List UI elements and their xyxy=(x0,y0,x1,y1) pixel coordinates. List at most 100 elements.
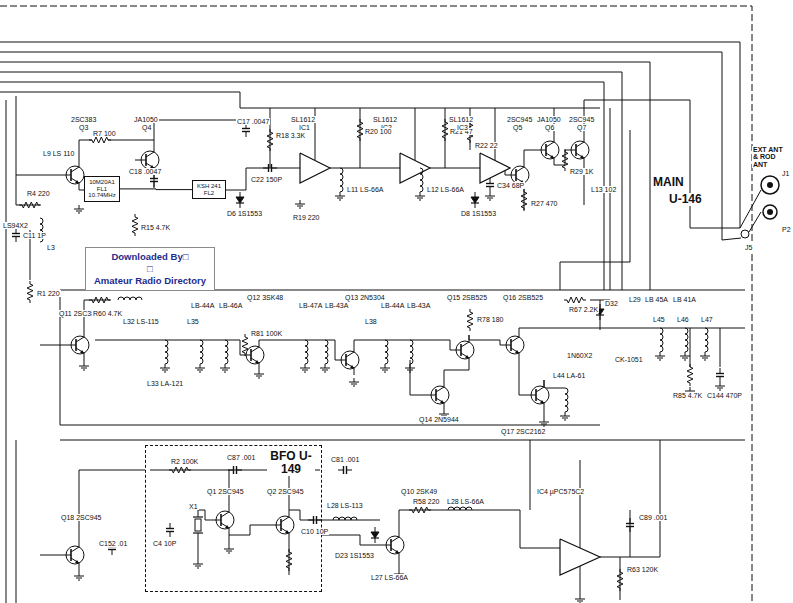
transistor-lead xyxy=(76,348,84,360)
coil-winding xyxy=(165,340,168,364)
transistor-lead xyxy=(546,153,554,165)
capacitor-lead xyxy=(720,368,721,374)
ground-lead xyxy=(259,370,260,374)
wire xyxy=(495,108,496,160)
ground-symbol xyxy=(700,352,710,360)
ground-bar xyxy=(560,416,570,417)
resistor-zigzag xyxy=(267,129,273,151)
capacitor-plate xyxy=(716,373,724,374)
transistor-symbol xyxy=(565,135,589,165)
part-label: C11 1P xyxy=(22,232,47,239)
wire xyxy=(519,360,525,395)
part-label: L28 LS-113 xyxy=(326,502,364,509)
part-label: L29 xyxy=(628,296,642,303)
ground-bar xyxy=(353,386,355,387)
part-label: D23 1S1553 xyxy=(334,552,375,559)
wire xyxy=(469,335,500,345)
ground-bar xyxy=(322,370,328,371)
ground-symbol xyxy=(74,205,84,213)
box-text: Amateur Radio Directory xyxy=(94,275,206,287)
capacitor-plate xyxy=(233,466,234,474)
part-label: R19 220 xyxy=(292,214,320,221)
ground-bar xyxy=(415,196,425,197)
part-label: L12 LS-66A xyxy=(426,186,465,193)
resistor-zigzag xyxy=(19,202,41,208)
resistor-symbol xyxy=(521,189,527,211)
ic-triangle xyxy=(400,153,430,183)
coil-winding xyxy=(420,168,423,192)
capacitor-lead xyxy=(170,523,171,529)
wire xyxy=(226,168,300,190)
coil-winding xyxy=(565,388,568,412)
wire xyxy=(259,340,335,360)
capacitor-lead xyxy=(720,377,721,383)
part-label: R29 1K xyxy=(569,168,594,175)
part-label: LB-47A xyxy=(298,302,323,309)
box-text: Downloaded By□ xyxy=(94,251,206,263)
crystal-plate xyxy=(193,532,203,533)
coil-symbol xyxy=(340,168,343,192)
transistor-lead xyxy=(251,340,259,352)
capacitor-lead xyxy=(308,520,314,521)
emitter-arrow xyxy=(225,525,229,528)
wire xyxy=(600,440,660,557)
unit-name: EXT ANT & ROD ANT xyxy=(752,146,790,168)
ground-bar xyxy=(715,386,725,387)
capacitor-plate xyxy=(150,178,158,179)
part-label: D6 1S1553 xyxy=(226,210,263,217)
part-label: Q6 xyxy=(544,124,555,131)
coil-winding xyxy=(118,297,142,300)
ground-bar xyxy=(684,360,686,361)
transistor-lead xyxy=(536,398,544,410)
wire xyxy=(630,510,631,557)
crystal-plate xyxy=(193,516,203,517)
ground-bar xyxy=(700,356,710,357)
ground-bar xyxy=(193,564,203,565)
ground-bar xyxy=(337,198,343,199)
capacitor-plate xyxy=(486,183,494,184)
coil-symbol xyxy=(420,168,423,192)
capacitor-symbol xyxy=(716,368,724,382)
capacitor-symbol xyxy=(486,178,494,192)
ground-lead xyxy=(690,387,691,391)
wire xyxy=(240,108,600,109)
ground-bar xyxy=(659,360,661,361)
capacitor-plate xyxy=(166,528,174,529)
ground-bar xyxy=(682,358,688,359)
part-label: L32 LS-115 xyxy=(122,318,160,325)
ground-bar xyxy=(485,196,495,197)
transistor-lead xyxy=(65,345,76,346)
coil-symbol xyxy=(305,340,308,364)
transistor-lead xyxy=(221,523,229,535)
transistor-symbol xyxy=(525,380,549,410)
emitter-arrow xyxy=(350,365,354,368)
part-label: R63 120K xyxy=(626,566,659,573)
part-label: L45 xyxy=(652,316,666,323)
resistor-zigzag xyxy=(27,281,33,303)
wire xyxy=(519,328,745,330)
part-label: LB 41A xyxy=(672,296,697,303)
ground-symbol xyxy=(193,560,203,568)
ground-bar xyxy=(702,358,708,359)
capacitor-plate xyxy=(486,186,494,187)
coil-winding xyxy=(225,340,228,364)
capacitor-plate xyxy=(12,236,20,237)
transistor-lead xyxy=(135,160,146,161)
resistor-zigzag xyxy=(132,214,138,236)
box-text: KSH 241 FL2 xyxy=(194,183,224,196)
wire xyxy=(6,100,7,603)
resistor-symbol xyxy=(169,467,191,473)
ground-symbol xyxy=(74,572,84,580)
transistor-lead xyxy=(511,348,519,360)
ground-symbol xyxy=(224,545,234,553)
ground-lead xyxy=(354,378,355,382)
capacitor-plate xyxy=(271,164,272,172)
part-label: Q13 2N5304 xyxy=(344,294,386,301)
part-label: LB-43A xyxy=(406,302,431,309)
part-label: Q12 3SK48 xyxy=(246,294,284,301)
box-text: □ xyxy=(94,263,206,275)
ground-lead xyxy=(685,352,686,356)
ground-lead xyxy=(225,364,226,368)
diode-symbol xyxy=(471,192,479,208)
ground-lead xyxy=(705,352,706,356)
